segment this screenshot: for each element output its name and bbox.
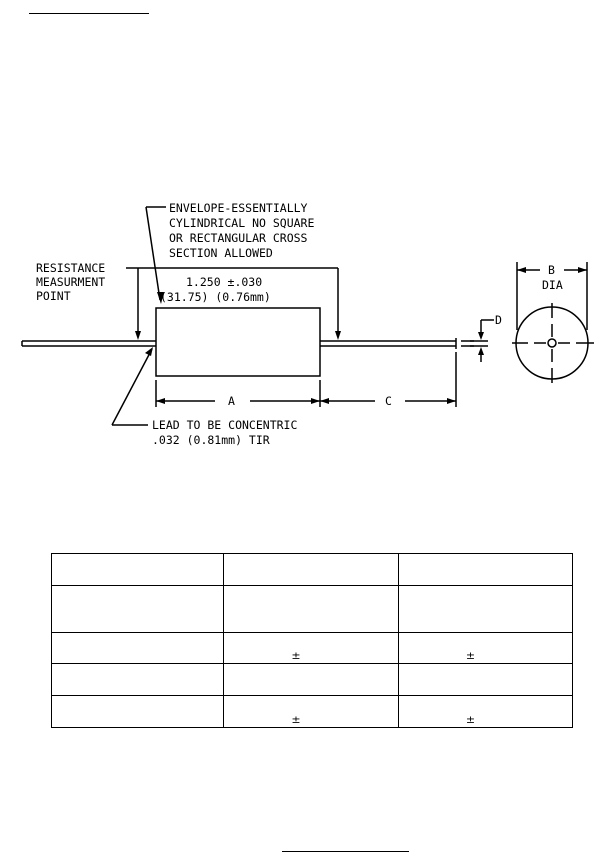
table-cell bbox=[398, 585, 573, 633]
lead-note-line: .032 (0.81mm) TIR bbox=[152, 433, 270, 447]
arrowhead bbox=[517, 267, 526, 273]
resistance-note-line: MEASURMENT bbox=[36, 275, 105, 289]
table-row bbox=[51, 663, 573, 696]
table-cell: ± bbox=[398, 695, 573, 728]
table-cell bbox=[223, 663, 399, 696]
dim-d-label: D bbox=[495, 313, 502, 327]
plus-minus-symbol: ± bbox=[465, 713, 476, 726]
table-cell bbox=[51, 663, 224, 696]
plus-minus-symbol: ± bbox=[291, 649, 301, 662]
dim-c-label: C bbox=[385, 394, 392, 408]
table-cell bbox=[51, 632, 224, 664]
resistance-note-line: RESISTANCE bbox=[36, 261, 105, 275]
arrowhead bbox=[157, 292, 164, 304]
table-row: ± ± bbox=[51, 632, 573, 664]
resistance-note-line: POINT bbox=[36, 289, 71, 303]
dimension-table: ± ± ± ± bbox=[51, 553, 573, 728]
table-cell bbox=[398, 553, 573, 586]
arrowhead bbox=[335, 331, 341, 340]
header-rule bbox=[29, 13, 149, 14]
table-cell bbox=[51, 585, 224, 633]
table-cell bbox=[51, 553, 224, 586]
table-row bbox=[51, 585, 573, 633]
measurement-mm: (31.75) (0.76mm) bbox=[160, 290, 271, 304]
arrowhead bbox=[478, 347, 484, 355]
end-view-lead-circle bbox=[547, 338, 557, 348]
resistor-body bbox=[155, 307, 321, 377]
table-cell bbox=[398, 663, 573, 696]
arrowhead bbox=[447, 398, 456, 404]
arrowhead bbox=[145, 347, 153, 356]
envelope-leader bbox=[145, 206, 161, 301]
envelope-note-line: CYLINDRICAL NO SQUARE bbox=[169, 216, 314, 230]
table-row: ± ± bbox=[51, 695, 573, 728]
table-cell bbox=[51, 695, 224, 728]
arrowhead bbox=[478, 332, 484, 340]
lead-note-line: LEAD TO BE CONCENTRIC bbox=[152, 418, 297, 432]
envelope-note-line: SECTION ALLOWED bbox=[169, 246, 273, 260]
measurement-inch: 1.250 ±.030 bbox=[186, 275, 262, 289]
arrowhead bbox=[578, 267, 587, 273]
arrowhead bbox=[156, 398, 165, 404]
table-row bbox=[51, 553, 573, 586]
table-cell bbox=[223, 553, 399, 586]
dim-b-label: B bbox=[548, 263, 555, 277]
arrowhead bbox=[311, 398, 320, 404]
lead-leader bbox=[111, 348, 153, 426]
footer-rule bbox=[282, 851, 409, 852]
dim-a-label: A bbox=[228, 394, 235, 408]
envelope-note-line: OR RECTANGULAR CROSS bbox=[169, 231, 308, 245]
resistor-outline-drawing: ENVELOPE-ESSENTIALLY CYLINDRICAL NO SQUA… bbox=[21, 201, 594, 447]
table-cell: ± bbox=[223, 632, 399, 664]
arrowhead bbox=[320, 398, 329, 404]
plus-minus-symbol: ± bbox=[465, 649, 476, 662]
table-cell bbox=[223, 585, 399, 633]
table-cell: ± bbox=[398, 632, 573, 664]
plus-minus-symbol: ± bbox=[291, 713, 301, 726]
table-cell: ± bbox=[223, 695, 399, 728]
arrowhead bbox=[135, 331, 141, 340]
dim-b-sub-label: DIA bbox=[542, 278, 563, 292]
envelope-note-line: ENVELOPE-ESSENTIALLY bbox=[169, 201, 308, 215]
